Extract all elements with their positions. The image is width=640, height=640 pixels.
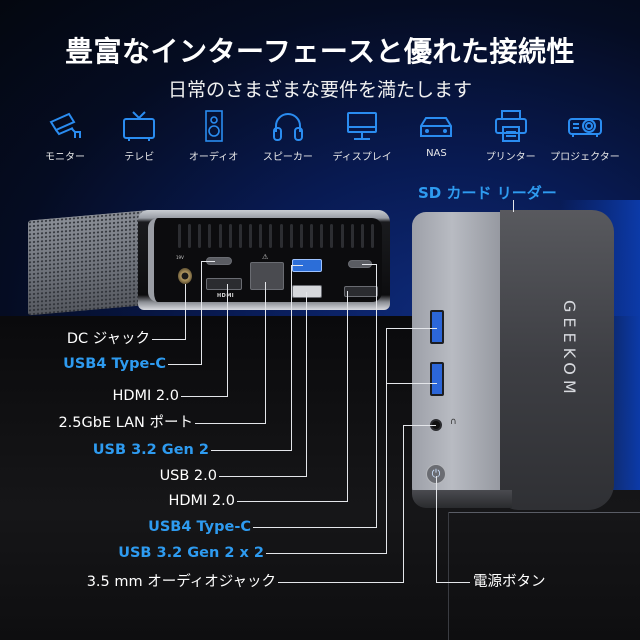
device-label: プロジェクター bbox=[550, 152, 620, 163]
front-usb-a-port-1 bbox=[430, 310, 444, 344]
device-display: ディスプレイ bbox=[327, 110, 397, 172]
page-subtitle: 日常のさまざまな要件を満たします bbox=[167, 79, 472, 101]
mini-pc-side-panel bbox=[28, 210, 148, 316]
line-usb32x2-top1 bbox=[386, 328, 437, 329]
label-usb-3-2-gen2: USB 3.2 Gen 2 bbox=[92, 442, 209, 458]
printer-icon bbox=[494, 110, 527, 142]
device-icon-row: モニター テレビ オーディオ スピーカー ディスプレイ NAS プリンター bbox=[30, 110, 620, 172]
lan-icon: ⚠ bbox=[262, 253, 269, 261]
device-label: スピーカー bbox=[262, 152, 313, 163]
nas-icon bbox=[420, 117, 453, 137]
line-lan-h bbox=[195, 423, 266, 424]
sd-card-connector-line bbox=[513, 200, 514, 212]
device-monitor: モニター bbox=[30, 110, 100, 172]
tower-front-panel bbox=[500, 210, 614, 510]
line-dc bbox=[185, 284, 186, 340]
label-hdmi-1: HDMI 2.0 bbox=[112, 388, 179, 404]
tower-base bbox=[412, 490, 512, 508]
device-label: オーディオ bbox=[188, 152, 239, 163]
device-label: モニター bbox=[45, 152, 85, 163]
line-usb32-top bbox=[291, 265, 303, 266]
label-lan: 2.5GbE LAN ポート bbox=[58, 415, 193, 431]
line-usb32-h bbox=[211, 450, 292, 451]
line-usb32x2-top2 bbox=[386, 383, 437, 384]
label-dc-jack: DC ジャック bbox=[66, 331, 150, 347]
hdmi-port-1 bbox=[206, 278, 242, 290]
line-hdmi-2 bbox=[347, 291, 348, 502]
line-audio-top bbox=[403, 425, 436, 426]
line-usb32 bbox=[291, 265, 292, 451]
line-usb32x2 bbox=[386, 328, 387, 554]
label-usb-3-2-gen2x2: USB 3.2 Gen 2 x 2 bbox=[118, 545, 264, 561]
line-usb4-2 bbox=[376, 264, 377, 528]
sd-card-reader-label: SD カード リーダー bbox=[418, 184, 557, 202]
line-audio bbox=[403, 425, 404, 583]
headphones-icon bbox=[272, 113, 303, 141]
speaker-icon bbox=[204, 110, 223, 142]
label-hdmi-2: HDMI 2.0 bbox=[168, 493, 235, 509]
device-label: テレビ bbox=[124, 152, 155, 163]
lan-port bbox=[250, 262, 284, 290]
front-usb-a-port-2 bbox=[430, 362, 444, 396]
line-usb20-h bbox=[219, 476, 307, 477]
device-printer: プリンター bbox=[476, 110, 546, 172]
device-label: ディスプレイ bbox=[332, 152, 392, 163]
line-usb20 bbox=[306, 292, 307, 477]
line-hdmi-1 bbox=[227, 284, 228, 397]
label-usb-2-0: USB 2.0 bbox=[159, 468, 217, 484]
line-hdmi-2-h bbox=[237, 501, 348, 502]
line-usb4-1-top bbox=[201, 261, 215, 262]
label-audio-jack: 3.5 mm オーディオジャック bbox=[86, 574, 276, 590]
line-lan bbox=[265, 282, 266, 424]
line-usb32x2-h bbox=[266, 553, 387, 554]
tv-icon bbox=[123, 111, 156, 141]
line-audio-h bbox=[278, 582, 404, 583]
line-usb4-2-top bbox=[362, 264, 377, 265]
line-usb4-2-h bbox=[253, 527, 377, 528]
label-usb4-type-c-1: USB4 Type-C bbox=[63, 356, 166, 372]
line-usb4-1-h bbox=[168, 364, 202, 365]
label-power-button: 電源ボタン bbox=[473, 574, 546, 590]
brand-logo: GEEKOM bbox=[560, 300, 579, 399]
page-title: 豊富なインターフェースと優れた接続性 bbox=[65, 35, 575, 68]
hdmi-marking: HDMI bbox=[217, 293, 235, 299]
device-tv: テレビ bbox=[104, 110, 174, 172]
monitor-icon bbox=[347, 112, 378, 140]
dc-jack-port bbox=[178, 268, 192, 284]
line-power-h bbox=[436, 582, 470, 583]
device-audio: オーディオ bbox=[179, 110, 249, 172]
projector-icon bbox=[567, 118, 602, 137]
headphone-marking-icon: ∩ bbox=[450, 417, 457, 427]
shelf-edge-vertical bbox=[448, 512, 449, 640]
device-label: NAS bbox=[426, 148, 447, 159]
tower-side-panel bbox=[412, 212, 512, 504]
line-power bbox=[436, 476, 437, 583]
dc-marking: 19V bbox=[176, 255, 184, 260]
shelf-edge bbox=[448, 512, 640, 513]
usb-2-0-port bbox=[292, 285, 322, 298]
device-projector: プロジェクター bbox=[550, 110, 620, 172]
hdmi-port-2 bbox=[344, 286, 378, 297]
rear-vents bbox=[178, 224, 374, 250]
security-camera-icon bbox=[49, 112, 81, 138]
line-usb4-1 bbox=[201, 261, 202, 365]
label-usb4-type-c-2: USB4 Type-C bbox=[148, 519, 251, 535]
device-speaker: スピーカー bbox=[253, 110, 323, 172]
device-nas: NAS bbox=[401, 110, 471, 172]
line-dc-h bbox=[152, 339, 186, 340]
line-hdmi-1-h bbox=[181, 396, 228, 397]
device-label: プリンター bbox=[485, 152, 536, 163]
